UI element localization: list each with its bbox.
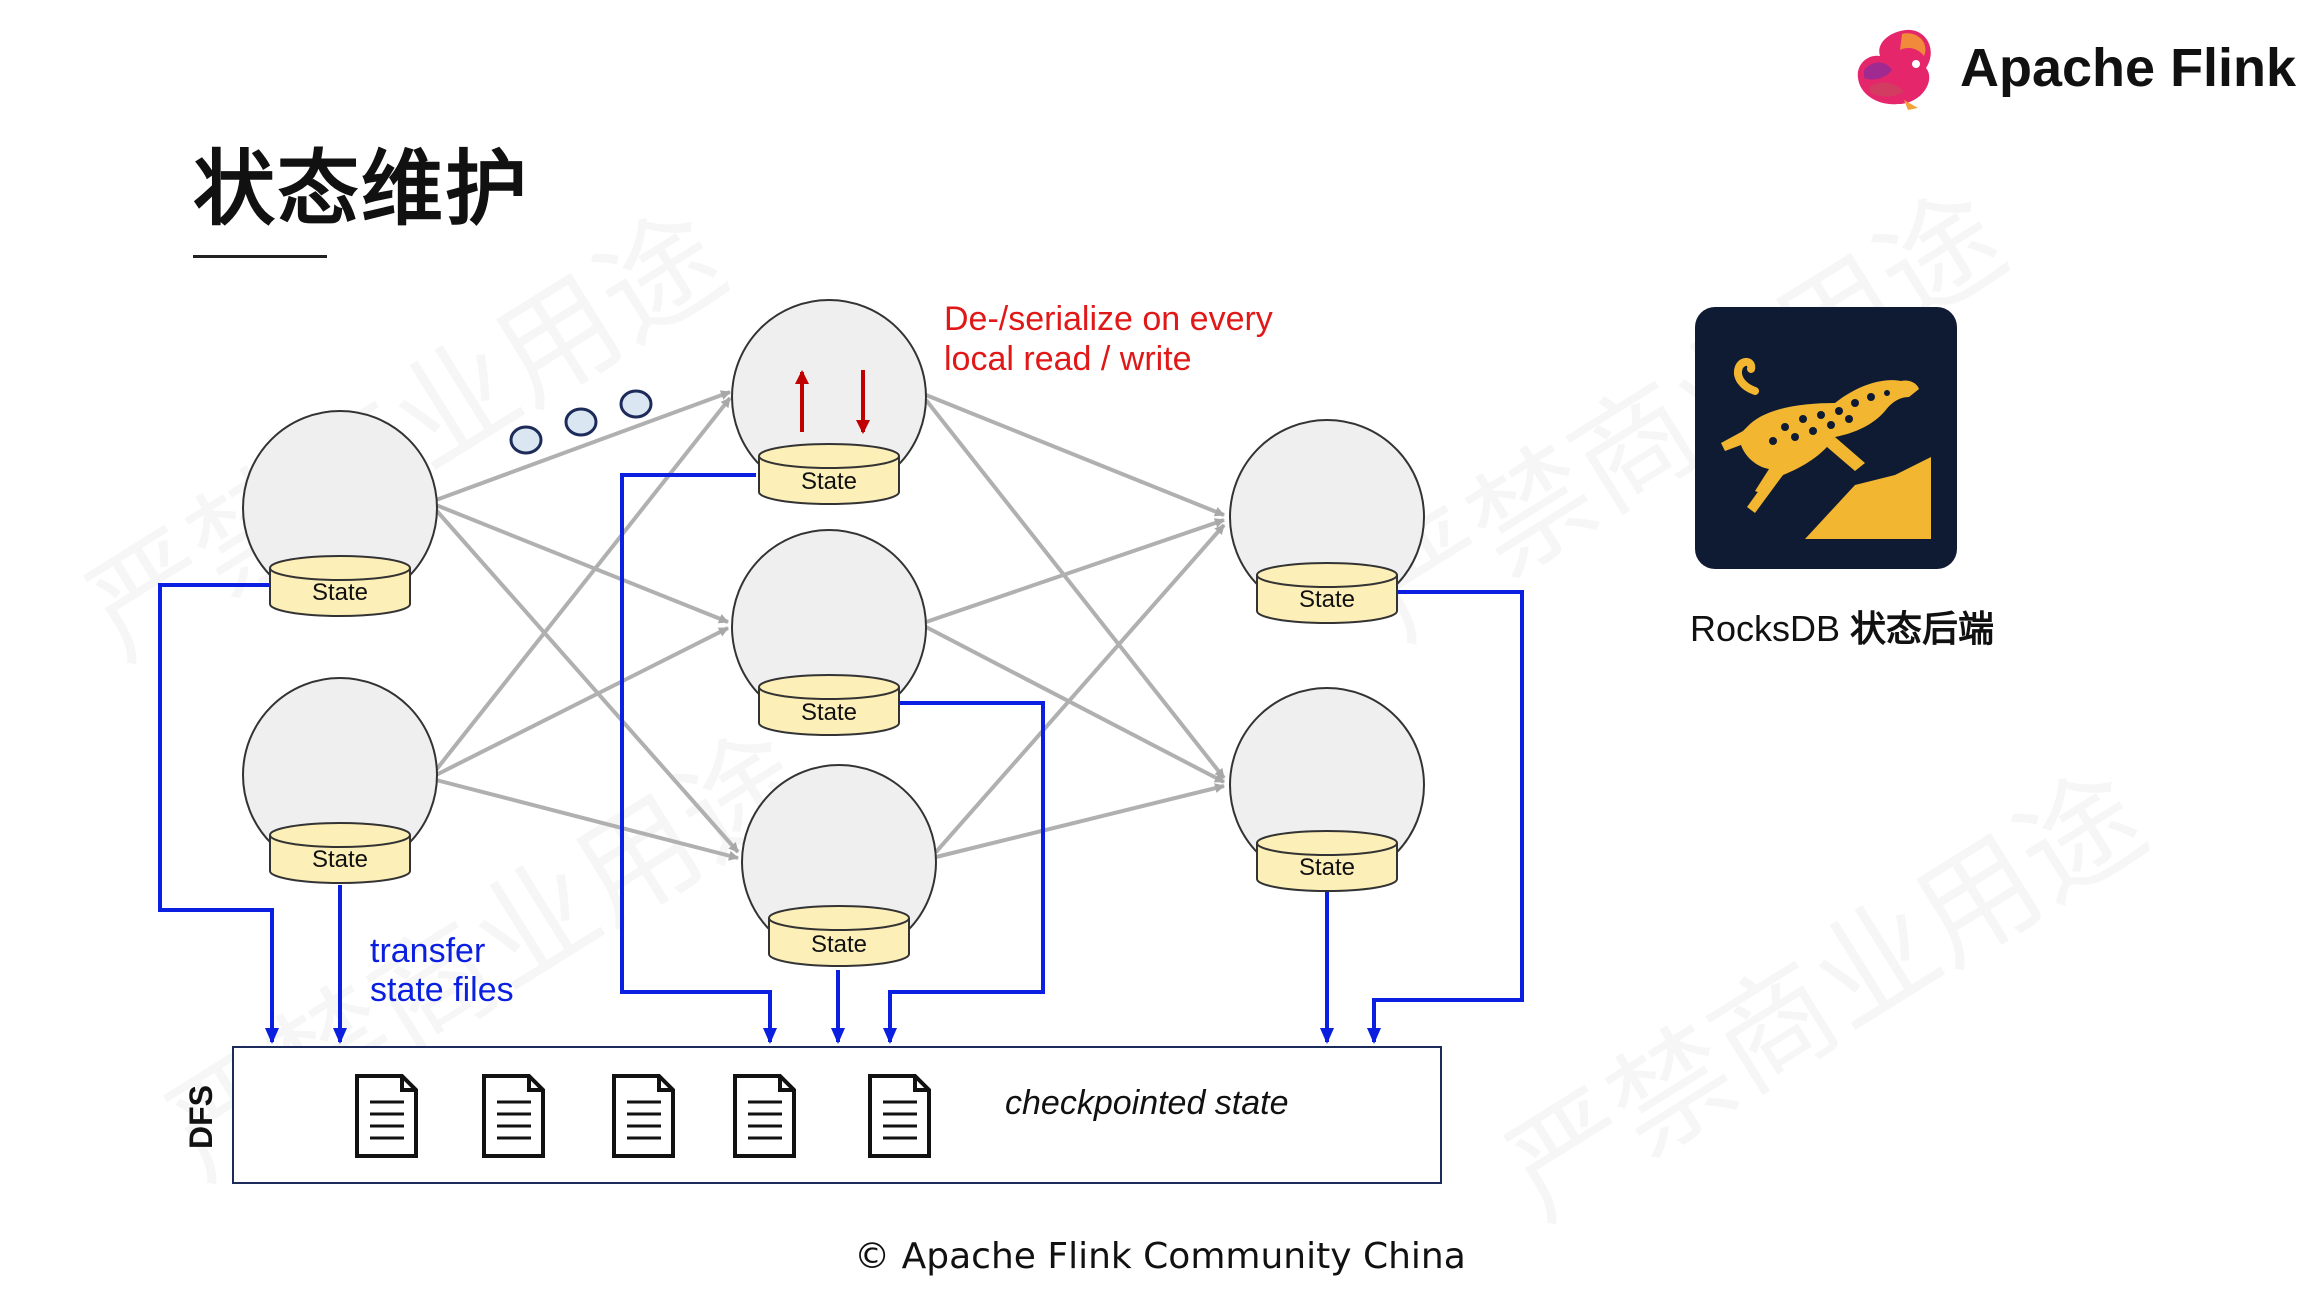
rocksdb-logo bbox=[1695, 307, 1957, 569]
page-title: 状态维护 bbox=[193, 142, 530, 237]
file-icon bbox=[868, 1074, 931, 1158]
file-icon bbox=[733, 1074, 796, 1158]
transfer-lines bbox=[158, 473, 1524, 1044]
operator-node: State bbox=[1229, 419, 1425, 624]
state-label: State bbox=[312, 579, 368, 606]
operator-node-highlighted: State bbox=[731, 299, 927, 505]
state-label: State bbox=[312, 846, 368, 873]
operator-edges bbox=[434, 390, 1226, 861]
file-icon bbox=[612, 1074, 675, 1158]
state-label: State bbox=[801, 699, 857, 726]
dfs-label: DFS bbox=[183, 1085, 219, 1149]
title-underline bbox=[193, 255, 327, 258]
operator-node: State bbox=[1229, 687, 1425, 892]
operator-node: State bbox=[242, 677, 438, 884]
read-write-arrows bbox=[795, 370, 870, 434]
transfer-annotation-line1: transfer bbox=[370, 932, 485, 970]
serialize-annotation-line2: local read / write bbox=[944, 340, 1192, 378]
brand-header: Apache Flink bbox=[1846, 18, 2296, 118]
rocksdb-label: RocksDB 状态后端 bbox=[1690, 600, 1994, 652]
state-label: State bbox=[811, 931, 867, 958]
operator-node: State bbox=[741, 764, 937, 967]
dfs-storage: DFS checkpointed state bbox=[183, 1046, 1442, 1184]
dfs-content-label: checkpointed state bbox=[1005, 1084, 1289, 1122]
file-icon bbox=[482, 1074, 545, 1158]
state-label: State bbox=[1299, 854, 1355, 881]
rocksdb-label-latin: RocksDB bbox=[1690, 608, 1841, 649]
footer-copyright: © Apache Flink Community China bbox=[854, 1236, 1466, 1277]
state-label: State bbox=[1299, 586, 1355, 613]
brand-name: Apache Flink bbox=[1960, 38, 2297, 98]
serialize-annotation-line1: De-/serialize on every bbox=[944, 300, 1273, 338]
flink-squirrel-icon bbox=[1857, 29, 1931, 110]
operator-node: State bbox=[731, 529, 927, 736]
rocksdb-label-cjk: 状态后端 bbox=[1850, 609, 1995, 650]
state-label: State bbox=[801, 468, 857, 495]
file-icon bbox=[355, 1074, 418, 1158]
operator-node: State bbox=[242, 410, 438, 617]
file-icons bbox=[355, 1074, 931, 1158]
transfer-annotation-line2: state files bbox=[370, 971, 514, 1009]
cheetah-icon bbox=[1721, 358, 1931, 539]
